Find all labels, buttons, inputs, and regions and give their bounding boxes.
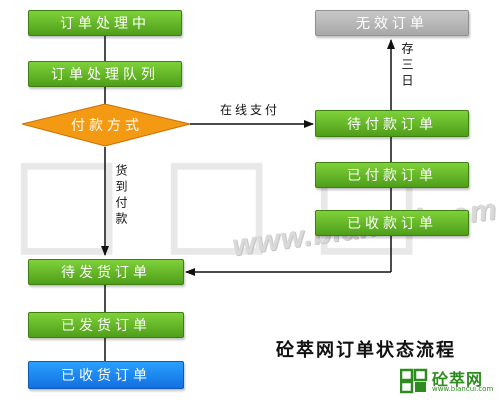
node-pending-shipment: 待发货订单 [28, 259, 184, 285]
node-order-processing: 订单处理中 [28, 10, 182, 36]
label-online-pay: 在线支付 [220, 103, 281, 117]
node-received-payment: 已收款订单 [315, 210, 469, 236]
logo-url: www.biancui.com [432, 385, 494, 393]
logo-icon [400, 368, 428, 394]
node-pending-payment: 待付款订单 [315, 110, 469, 137]
node-payment-method: 付款方式 [71, 118, 143, 134]
diagram-title: 砼萃网订单状态流程 [276, 340, 456, 361]
logo-name: 砼萃网 [432, 370, 484, 389]
label-three-days: 存三日 [400, 42, 414, 90]
node-invalid-order: 无效订单 [315, 10, 469, 36]
node-shipped: 已发货订单 [28, 312, 184, 338]
node-order-queue: 订单处理队列 [28, 61, 182, 87]
node-paid: 已付款订单 [315, 162, 469, 188]
node-received: 已收货订单 [28, 361, 184, 389]
payment-method-diamond [21, 103, 191, 147]
label-cash-on-delivery: 货到付款 [114, 164, 128, 228]
site-logo[interactable]: 砼萃网 www.biancui.com [400, 366, 496, 396]
